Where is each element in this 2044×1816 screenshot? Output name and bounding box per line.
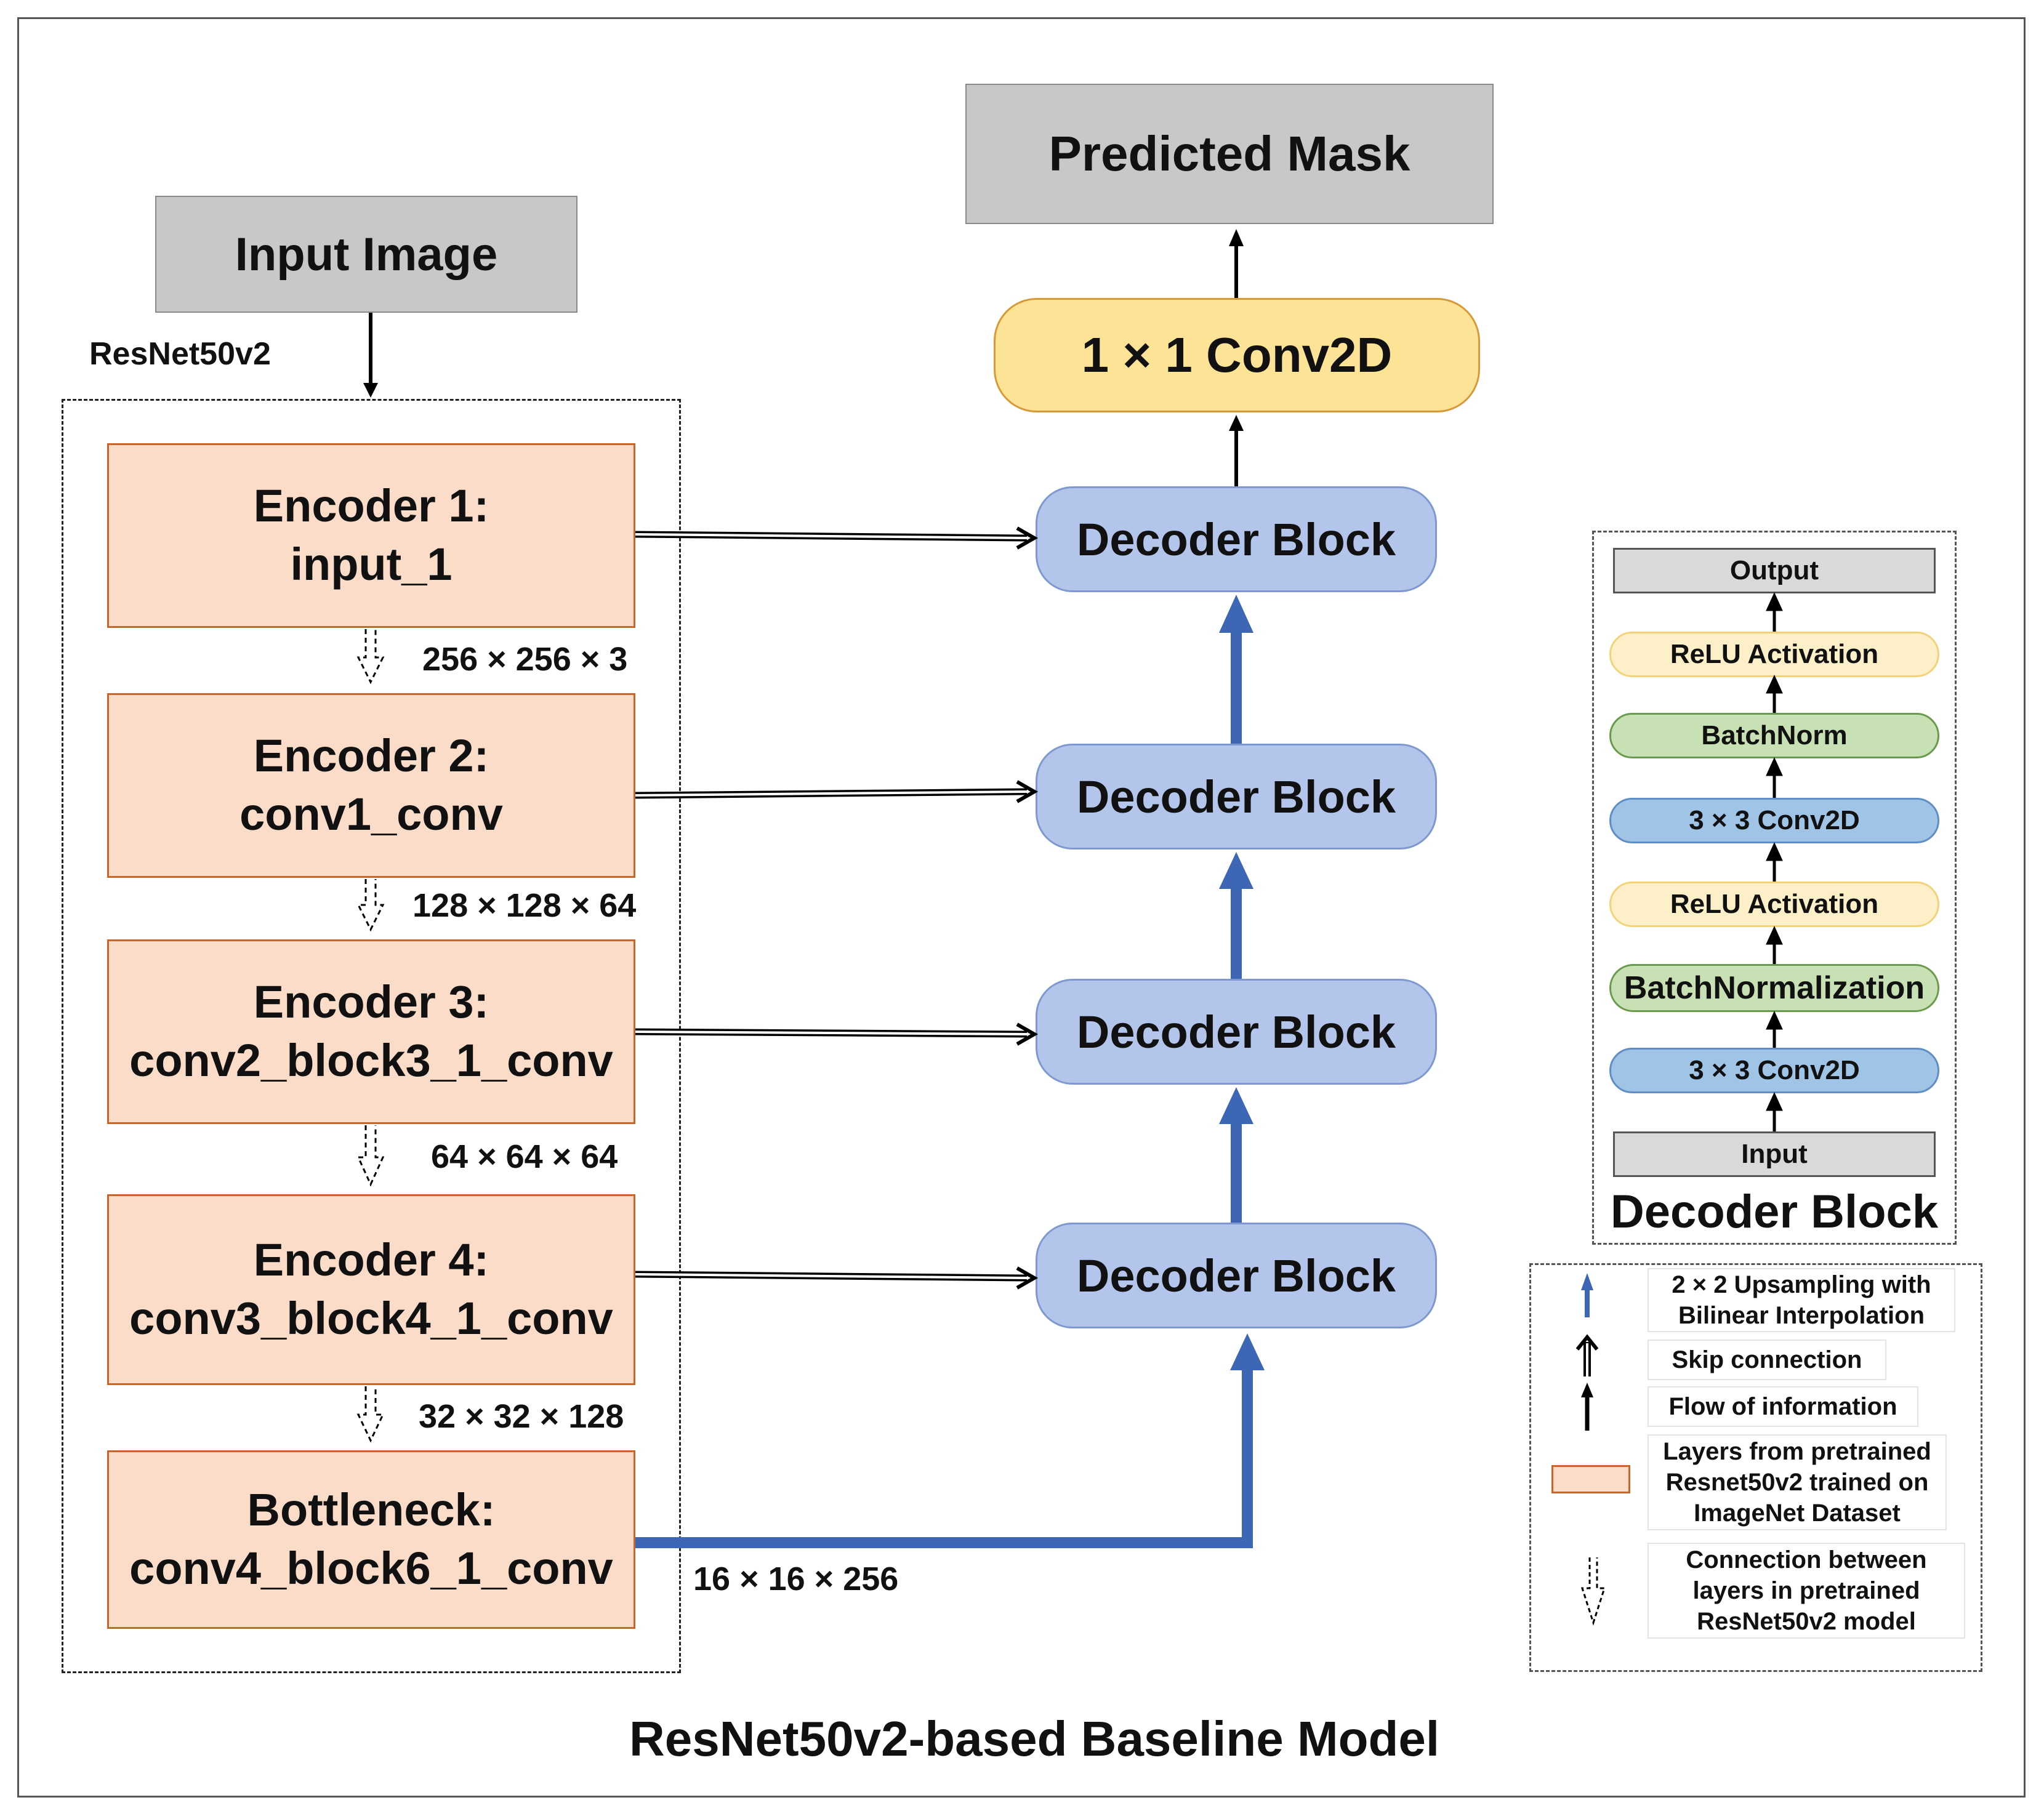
conv1x1-label: 1 × 1 Conv2D [1081,327,1393,382]
detail-batchnorm-2-label: BatchNorm [1701,720,1848,750]
legend-panel [1529,1263,1982,1672]
legend-connection-icon [1580,1557,1606,1626]
input-image-box: Input Image [155,196,577,313]
legend-upsampling-label: 2 × 2 Upsampling with Bilinear Interpola… [1648,1268,1955,1332]
encoder-connection-arrow-1 [356,629,385,685]
diagram-title: ResNet50v2-based Baseline Model [629,1711,1440,1766]
dim-label-1: 256 × 256 × 3 [422,641,628,678]
detail-batchnorm-1: BatchNormalization [1609,964,1939,1012]
predicted-mask-label: Predicted Mask [1048,126,1410,181]
legend-upsampling-icon [1581,1273,1593,1317]
detail-output-label: Output [1729,555,1819,585]
resnet-label: ResNet50v2 [89,336,271,372]
skip-arrow-3 [635,1023,1039,1046]
decoder-block-1: Decoder Block [1036,486,1437,592]
detail-batchnorm-1-label: BatchNormalization [1624,970,1925,1006]
encoder-2-box: Encoder 2: conv1_conv [107,693,635,878]
encoder-connection-arrow-4 [356,1386,385,1443]
bottleneck-box: Bottleneck: conv4_block6_1_conv [107,1450,635,1629]
flow-arrow-to-conv [1229,415,1244,486]
skip-arrow-2 [635,780,1039,803]
legend-connection-label: Connection between layers in pretrained … [1648,1543,1965,1639]
flow-arrow-input [363,313,378,398]
detail-output: Output [1613,548,1936,593]
legend-flow-icon [1581,1383,1593,1431]
upsample-arrow-bottleneck [635,1333,1265,1548]
detail-conv-2: 3 × 3 Conv2D [1609,798,1939,843]
outer-frame [17,17,2026,1798]
dim-label-5: 16 × 16 × 256 [693,1561,899,1597]
predicted-mask-box: Predicted Mask [965,84,1494,224]
encoder-1-title: Encoder 1: [253,480,489,532]
encoder-2-title: Encoder 2: [253,730,489,782]
decoder-block-4: Decoder Block [1036,1223,1437,1328]
bottleneck-title: Bottleneck: [247,1484,496,1536]
encoder-4-box: Encoder 4: conv3_block4_1_conv [107,1194,635,1385]
decoder-block-3-label: Decoder Block [1076,1006,1396,1058]
decoder-block-2: Decoder Block [1036,744,1437,850]
detail-relu-2: ReLU Activation [1609,632,1939,677]
decoder-block-3: Decoder Block [1036,979,1437,1085]
decoder-block-1-label: Decoder Block [1076,513,1396,565]
conv1x1-box: 1 × 1 Conv2D [994,298,1480,412]
encoder-3-title: Encoder 3: [253,976,489,1028]
bottleneck-layer: conv4_block6_1_conv [129,1543,613,1594]
flow-arrow-to-mask [1229,229,1244,298]
dim-label-3: 64 × 64 × 64 [431,1138,618,1175]
encoder-connection-arrow-2 [356,879,385,932]
legend-flow-label: Flow of information [1648,1386,1918,1427]
detail-relu-2-label: ReLU Activation [1670,639,1879,669]
encoder-2-layer: conv1_conv [239,789,503,840]
decoder-block-4-label: Decoder Block [1076,1250,1396,1301]
detail-flow-arrows [1766,592,1783,1131]
encoder-connection-arrow-3 [356,1125,385,1187]
skip-arrow-4 [635,1266,1039,1290]
encoder-container [62,399,681,1673]
detail-conv-2-label: 3 × 3 Conv2D [1689,805,1860,835]
legend-pretrained-label: Layers from pretrained Resnet50v2 traine… [1648,1434,1947,1530]
decoder-detail-title: Decoder Block [1610,1185,1939,1238]
upsample-arrow-2 [1219,852,1253,979]
encoder-4-layer: conv3_block4_1_conv [129,1293,613,1344]
dim-label-2: 128 × 128 × 64 [412,887,637,924]
dim-label-4: 32 × 32 × 128 [419,1398,624,1435]
upsample-arrow-3 [1219,1087,1253,1223]
legend-skip-label: Skip connection [1648,1340,1886,1380]
decoder-detail-panel [1592,531,1957,1245]
detail-input-label: Input [1741,1139,1808,1169]
encoder-1-layer: input_1 [290,539,453,590]
encoder-1-box: Encoder 1: input_1 [107,443,635,628]
encoder-3-layer: conv2_block3_1_conv [129,1035,613,1086]
detail-input: Input [1613,1131,1936,1177]
upsample-arrow-1 [1219,595,1253,744]
detail-conv-1-label: 3 × 3 Conv2D [1689,1055,1860,1085]
legend-skip-icon [1575,1334,1599,1376]
legend-pretrained-swatch [1551,1465,1630,1493]
encoder-4-title: Encoder 4: [253,1234,489,1286]
input-image-label: Input Image [235,228,498,281]
decoder-block-2-label: Decoder Block [1076,771,1396,822]
skip-arrow-1 [635,526,1039,550]
detail-relu-1-label: ReLU Activation [1670,889,1879,919]
encoder-3-box: Encoder 3: conv2_block3_1_conv [107,939,635,1124]
